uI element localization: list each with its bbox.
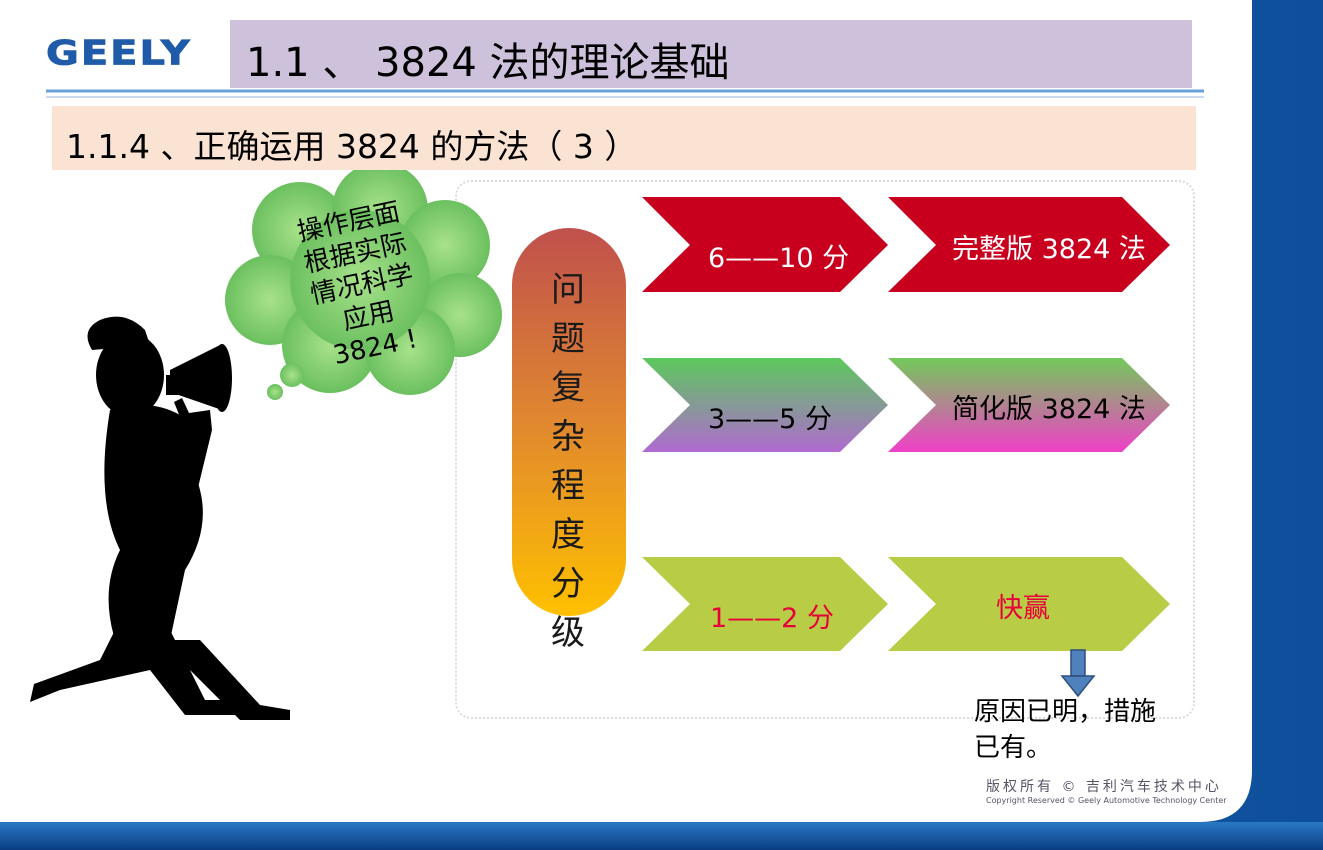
- pillar-label: 问 题 复 杂 程 度 分 级: [548, 262, 588, 654]
- method-label-1: 完整版 3824 法: [952, 234, 1146, 265]
- complexity-pillar: [512, 228, 626, 616]
- pillar-char: 杂: [551, 417, 585, 457]
- pillar-char: 题: [551, 319, 585, 359]
- pillar-char: 程: [551, 466, 585, 506]
- title-bar: [230, 20, 1192, 88]
- chevron-method-3: [888, 557, 1170, 651]
- chevron-method-1: [888, 197, 1170, 292]
- geely-logo: GEELY: [46, 34, 192, 74]
- quick-win-note: 原因已明，措施已有。: [974, 697, 1157, 763]
- section-subtitle: 1.1.4 、正确运用 3824 的方法（ 3 ）: [66, 127, 638, 166]
- subtitle-bar: [52, 106, 1196, 170]
- score-label-1: 6——10 分: [708, 243, 850, 274]
- chevron-score-1: [642, 197, 888, 292]
- pillar-char: 级: [551, 613, 585, 653]
- down-arrow-icon: [1060, 649, 1096, 698]
- copyright-cn: 版权所有 © 吉利汽车技术中心: [986, 779, 1222, 795]
- score-label-2: 3——5 分: [708, 404, 832, 435]
- speech-cloud-icon: [225, 170, 502, 400]
- method-label-2: 简化版 3824 法: [952, 394, 1146, 425]
- pillar-char: 问: [551, 270, 585, 310]
- pillar-char: 复: [551, 368, 585, 408]
- method-label-3: 快赢: [996, 593, 1050, 624]
- pillar-char: 度: [551, 515, 585, 555]
- speaker-illustration: [30, 170, 502, 720]
- chevron-score-2: [642, 358, 888, 452]
- chevron-score-3: [642, 557, 888, 651]
- megaphone-person-icon: [30, 316, 290, 720]
- pillar-char: 分: [551, 564, 585, 604]
- chevron-method-2: [888, 358, 1170, 452]
- copyright-en: Copyright Reserved © Geely Automotive Te…: [986, 796, 1227, 805]
- score-label-3: 1——2 分: [710, 603, 834, 634]
- content-frame: [455, 180, 1195, 719]
- page-title: 1.1 、 3824 法的理论基础: [246, 40, 730, 86]
